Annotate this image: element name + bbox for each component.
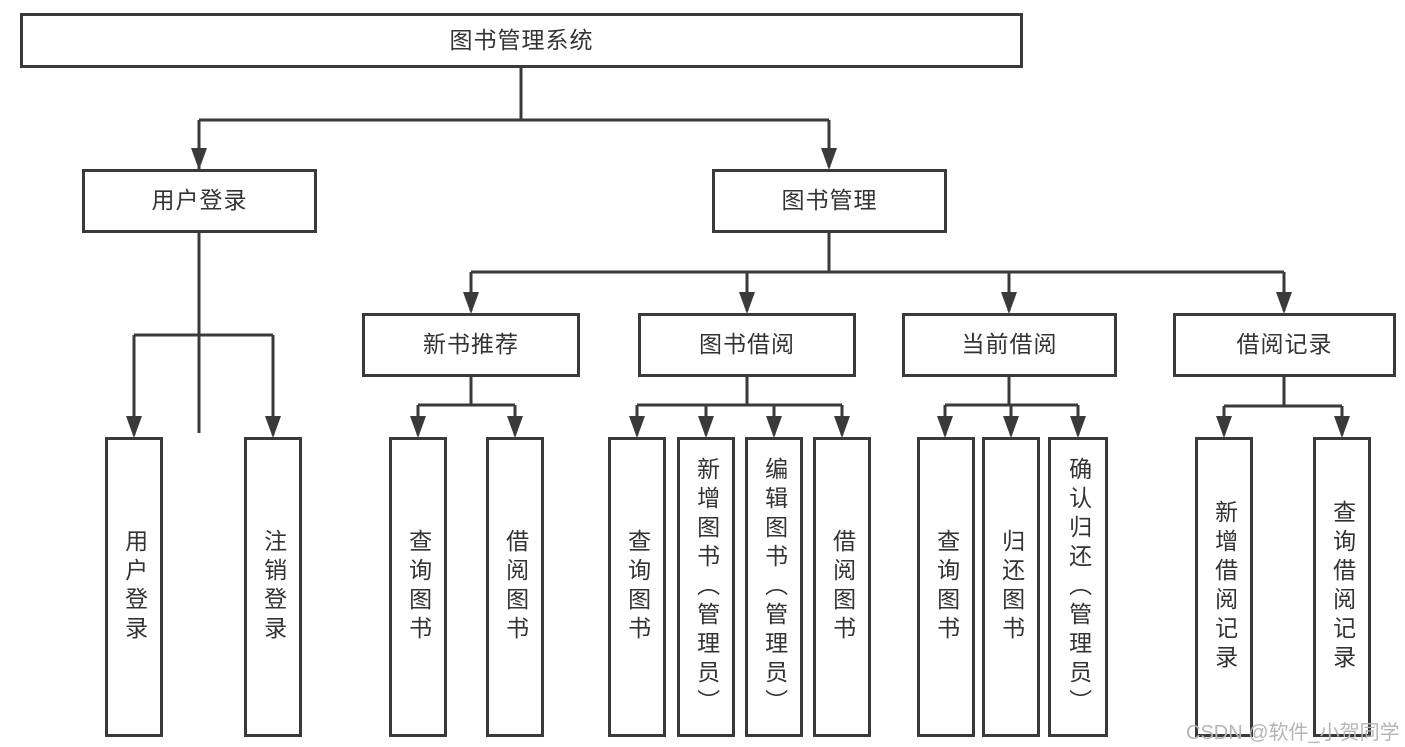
leaf-borrow-books-1: 借阅图书 [486, 437, 544, 737]
leaf-add-books-admin: 新增图书（管理员） [677, 437, 735, 737]
leaf-query-books-2: 查询图书 [608, 437, 666, 737]
arrowheads [126, 148, 1350, 438]
connector-book-borrow [635, 377, 844, 435]
leaf-add-borrow-record: 新增借阅记录 [1195, 437, 1253, 737]
node-book-management: 图书管理 [712, 169, 947, 233]
node-current-borrow: 当前借阅 [902, 313, 1117, 377]
connector-book-management [469, 233, 1286, 311]
leaf-borrow-books-2: 借阅图书 [813, 437, 871, 737]
connector-borrow-records [1222, 377, 1344, 435]
node-user-login: 用户登录 [82, 169, 317, 233]
node-borrow-records: 借阅记录 [1173, 313, 1396, 377]
leaf-query-books-1: 查询图书 [389, 437, 447, 737]
leaf-edit-books-admin: 编辑图书（管理员） [745, 437, 803, 737]
connector-user-login [132, 233, 275, 435]
connector-root [197, 68, 831, 433]
node-book-borrow: 图书借阅 [638, 313, 856, 377]
leaf-confirm-return-admin: 确认归还（管理员） [1048, 437, 1108, 737]
leaf-return-books: 归还图书 [982, 437, 1040, 737]
node-new-book-recommend: 新书推荐 [362, 313, 580, 377]
csdn-watermark: CSDN @软件_小贺同学 [1186, 722, 1400, 744]
node-root-library-system: 图书管理系统 [20, 13, 1023, 68]
leaf-user-login: 用户登录 [105, 437, 163, 737]
leaf-query-books-3: 查询图书 [917, 437, 975, 737]
leaf-logout: 注销登录 [244, 437, 302, 737]
connector-new-books [416, 377, 517, 435]
leaf-query-borrow-record: 查询借阅记录 [1313, 437, 1371, 737]
